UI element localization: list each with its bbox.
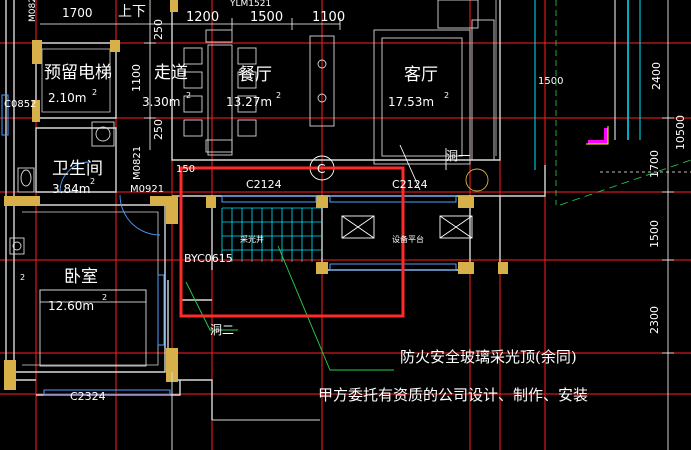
tag-equipment-platform: 设备平台 xyxy=(392,234,424,244)
dim-left-250: 250 xyxy=(152,19,165,40)
room-bathroom-name: 卫生间 xyxy=(52,159,103,179)
room-bathroom-area: 3.84m xyxy=(52,182,90,196)
tag-c2124-right: C2124 xyxy=(392,178,428,191)
dim-right-2400: 2400 xyxy=(650,62,663,90)
equipment-units xyxy=(341,215,473,239)
dim-right-2300: 2300 xyxy=(648,306,661,334)
dim-left-250b: 250 xyxy=(152,119,165,140)
tag-m0821-vertical: M0821 xyxy=(132,146,143,180)
room-corridor-name: 走道 xyxy=(154,63,188,83)
top-tag: 上下 xyxy=(118,4,146,20)
dim-right-1500: 1500 xyxy=(648,220,661,248)
dim-1700: 1700 xyxy=(62,6,93,20)
light-well-grid xyxy=(221,207,322,262)
dim-1200: 1200 xyxy=(186,10,219,25)
right-wall-edge xyxy=(534,0,691,206)
highlight-box[interactable] xyxy=(179,166,405,318)
tag-c0852: C0852 xyxy=(4,99,36,110)
room-storage-area: 2.10m xyxy=(48,91,86,105)
top-code: YLM1521 xyxy=(229,0,271,9)
tag-byc0615: BYC0615 xyxy=(184,252,233,265)
furniture xyxy=(9,0,495,367)
room-storage-name: 预留电梯 xyxy=(44,63,112,83)
columns xyxy=(4,0,508,390)
dim-1100: 1100 xyxy=(312,10,345,25)
room-living-sup: 2 xyxy=(444,91,449,100)
note-line-2: 甲方委托有资质的公司设计、制作、安装 xyxy=(318,386,588,404)
room-bedroom-area: 12.60m xyxy=(48,299,94,313)
room-dining-sup: 2 xyxy=(276,91,281,100)
dim-left-1100: 1100 xyxy=(130,64,143,92)
tag-light-well: 采光井 xyxy=(240,234,264,244)
room-living-area: 17.53m xyxy=(388,95,434,109)
room-bathroom-sup: 2 xyxy=(90,177,95,186)
note-line-1: 防火安全玻璃采光顶(余同) xyxy=(400,348,577,366)
room-living-name: 客厅 xyxy=(404,65,438,85)
windows xyxy=(1,94,457,396)
room-storage-sup: 2 xyxy=(92,88,97,97)
room-bedroom-name: 卧室 xyxy=(64,267,98,287)
left-dimension-line xyxy=(144,0,156,150)
room-dining: 餐厅 13.27m 2 xyxy=(226,65,281,109)
tag-hole-two: 洞二 xyxy=(210,323,234,337)
room-bathroom: 卫生间 3.84m 2 xyxy=(52,159,103,196)
leader-lines xyxy=(185,245,394,371)
bottom-lines xyxy=(171,372,320,450)
room-corridor: 走道 3.30m 2 xyxy=(142,63,191,109)
room-storage: 预留电梯 2.10m 2 xyxy=(44,63,112,105)
room-living: 客厅 17.53m 2 xyxy=(388,65,449,109)
tag-m0821-top: M0821 xyxy=(28,0,38,22)
tag-hole-one: 洞一 xyxy=(446,149,470,163)
tag-c2124-left: C2124 xyxy=(246,178,282,191)
room-corridor-sup: 2 xyxy=(186,91,191,100)
tag-circle-c: C xyxy=(317,162,325,176)
tag-bed-2: 2 xyxy=(20,273,25,282)
dim-right-1700: 1700 xyxy=(648,150,661,178)
room-bedroom-sup: 2 xyxy=(102,293,107,302)
room-dining-area: 13.27m xyxy=(226,95,272,109)
right-dimension-line xyxy=(662,0,674,450)
dim-right-10500: 10500 xyxy=(674,115,687,150)
room-corridor-area: 3.30m xyxy=(142,95,180,109)
dim-1500: 1500 xyxy=(250,10,283,25)
tag-c2324: C2324 xyxy=(70,390,106,403)
tag-m0921: M0921 xyxy=(130,184,164,195)
room-dining-name: 餐厅 xyxy=(238,65,272,85)
dim-right-1500-top: 1500 xyxy=(538,76,563,87)
dim-150: 150 xyxy=(176,164,195,175)
room-bedroom: 卧室 12.60m 2 xyxy=(48,267,107,313)
